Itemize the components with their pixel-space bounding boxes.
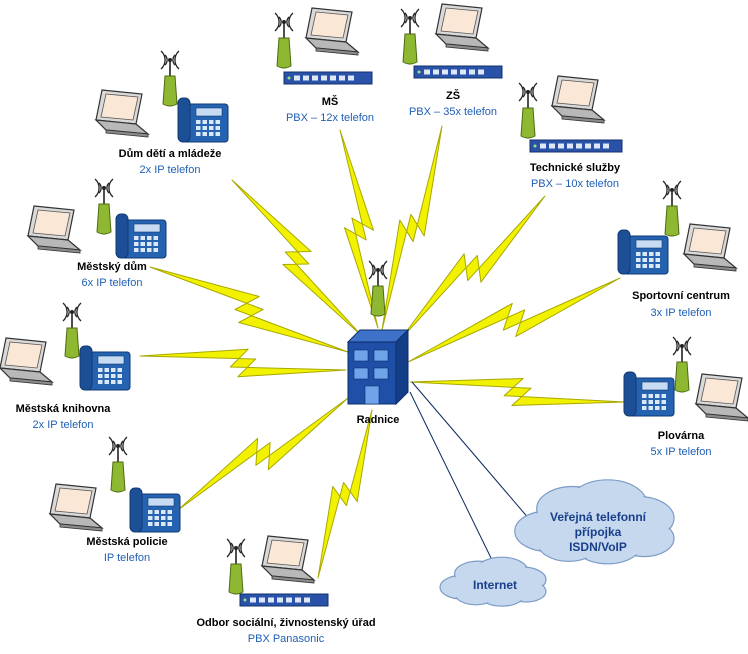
- bolt-technicke: [399, 195, 546, 341]
- knihovna-antenna-icon: [62, 302, 82, 359]
- link-pstn: [411, 381, 531, 521]
- plovarna-laptop-icon: [694, 373, 748, 422]
- sportovni-laptop-icon: [682, 223, 738, 272]
- policie-antenna-icon: [108, 436, 128, 493]
- node-sub-plovarna: 5x IP telefon: [650, 446, 712, 458]
- node-title-zs: ZŠ: [445, 90, 461, 102]
- technicke-laptop-icon: [550, 75, 606, 124]
- bolt-plovarna: [409, 378, 626, 406]
- cloud-label-pstn-line2: přípojka: [574, 525, 622, 539]
- node-title-ddm: Dům dětí a mládeže: [118, 148, 222, 160]
- bolt-ddm: [231, 179, 363, 337]
- hub-antenna-icon: [368, 260, 388, 317]
- node-title-technicke: Technické služby: [529, 162, 621, 174]
- node-title-plovarna: Plovárna: [657, 430, 705, 442]
- link-internet: [409, 391, 493, 561]
- knihovna-laptop-icon: [0, 337, 54, 386]
- node-title-ms: MŠ: [321, 96, 339, 108]
- odbor-antenna-icon: [226, 538, 246, 595]
- sportovni-phone-icon: [617, 229, 669, 275]
- center-title-radnice: Radnice: [356, 414, 400, 426]
- bolt-dum: [149, 266, 349, 353]
- cloud-label-pstn-line3: ISDN/VoIP: [569, 540, 627, 554]
- plovarna-antenna-icon: [672, 336, 692, 393]
- odbor-laptop-icon: [260, 535, 316, 584]
- ms-antenna-icon: [274, 12, 294, 69]
- node-sub-sportovni: 3x IP telefon: [650, 307, 712, 319]
- ms-laptop-icon: [304, 7, 360, 56]
- bolt-zs: [381, 125, 443, 331]
- node-title-policie: Městská policie: [86, 536, 168, 548]
- node-sub-odbor: PBX Panasonic: [247, 633, 325, 645]
- odbor-pbx-icon: [239, 593, 329, 607]
- node-title-dum: Městský dům: [77, 261, 147, 273]
- plovarna-phone-icon: [623, 371, 675, 417]
- policie-laptop-icon: [48, 483, 104, 532]
- bolt-ms: [339, 129, 379, 329]
- cloud-pstn: [514, 479, 675, 565]
- cloud-label-pstn-line1: Veřejná telefonní: [549, 510, 647, 524]
- radnice-building-icon: [346, 328, 410, 406]
- ddm-antenna-icon: [160, 50, 180, 107]
- policie-phone-icon: [129, 487, 181, 533]
- dum-laptop-icon: [26, 205, 82, 254]
- node-title-odbor: Odbor sociální, živnostenský úřad: [196, 617, 376, 629]
- zs-antenna-icon: [400, 8, 420, 65]
- bolt-policie: [177, 397, 349, 511]
- node-sub-policie: IP telefon: [103, 552, 151, 564]
- node-sub-dum: 6x IP telefon: [81, 277, 143, 289]
- ddm-laptop-icon: [94, 89, 150, 138]
- bolt-sportovni: [407, 277, 621, 363]
- ms-pbx-icon: [283, 71, 373, 85]
- node-title-sportovni: Sportovní centrum: [632, 290, 730, 302]
- node-title-knihovna: Městská knihovna: [15, 403, 111, 415]
- ddm-phone-icon: [177, 97, 229, 143]
- cloud-label-internet: Internet: [472, 578, 518, 592]
- cloud-label-pstn: Veřejná telefonní přípojka ISDN/VoIP: [550, 510, 646, 555]
- bolt-knihovna: [139, 348, 347, 378]
- technicke-pbx-icon: [529, 139, 623, 153]
- dum-phone-icon: [115, 213, 167, 259]
- sportovni-antenna-icon: [662, 180, 682, 237]
- zs-laptop-icon: [434, 3, 490, 52]
- node-sub-ms: PBX – 12x telefon: [285, 112, 375, 124]
- node-sub-zs: PBX – 35x telefon: [408, 106, 498, 118]
- cloud-internet: [439, 556, 547, 607]
- bolt-odbor: [317, 409, 373, 579]
- node-sub-knihovna: 2x IP telefon: [32, 419, 94, 431]
- technicke-antenna-icon: [518, 82, 538, 139]
- node-sub-technicke: PBX – 10x telefon: [530, 178, 620, 190]
- knihovna-phone-icon: [79, 345, 131, 391]
- dum-antenna-icon: [94, 178, 114, 235]
- node-sub-ddm: 2x IP telefon: [139, 164, 201, 176]
- zs-pbx-icon: [413, 65, 503, 79]
